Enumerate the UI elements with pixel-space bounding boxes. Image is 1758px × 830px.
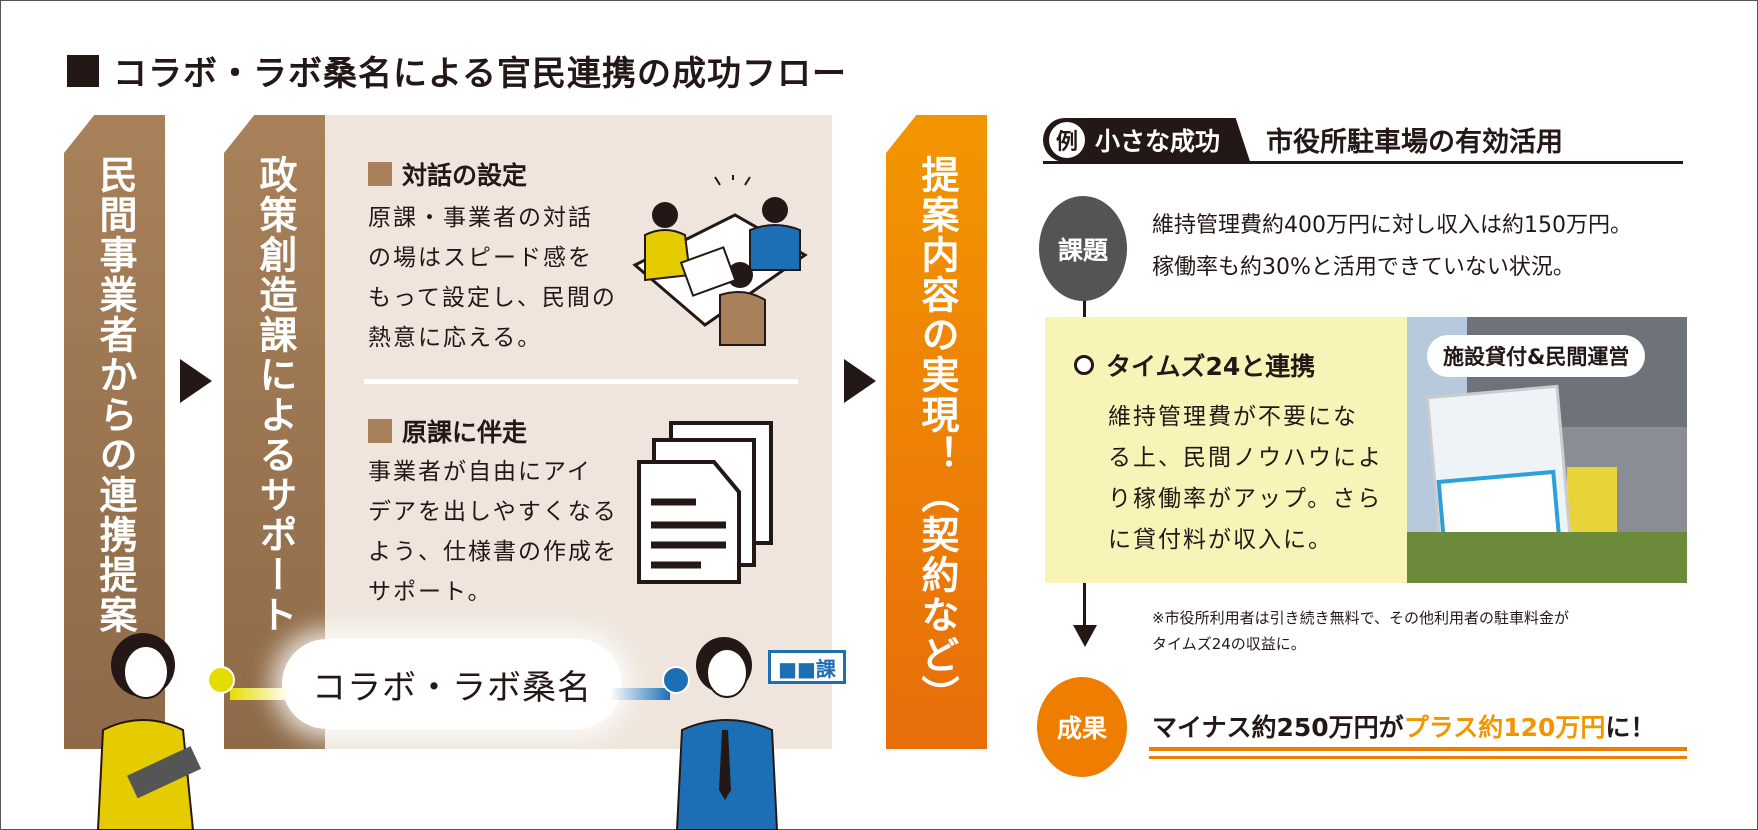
result-label: 成果 [1056,714,1107,743]
square-bullet-icon [368,419,392,443]
result-highlight: プラス約120万円 [1403,713,1606,742]
step3-label: 提案内容の実現！（契約など） [915,155,959,715]
issue-text: 維持管理費約400万円に対し収入は約150万円。 稼働率も約30%と活用できてい… [1152,205,1632,289]
connector-left [230,688,290,700]
example-tag: 例小さな成功 [1043,117,1251,162]
divider [364,379,798,384]
result-suffix: に！ [1605,713,1656,742]
hub-label: コラボ・ラボ桑名 [312,667,592,708]
example-tag-text: 小さな成功 [1095,126,1221,156]
collab-lab-hub: コラボ・ラボ桑名 [282,639,622,729]
meeting-illustration-icon [632,175,808,346]
line: 維持管理費約400万円に対し収入は約150万円。 [1152,213,1632,238]
page-title-text: コラボ・ラボ桑名による官民連携の成功フロー [113,54,847,94]
heading-text: 対話の設定 [402,161,528,190]
timeline-node-icon [1074,355,1094,375]
example-header: 例小さな成功 市役所駐車場の有効活用 [1043,117,1683,164]
line: デアを出しやすくなる [368,499,618,525]
partner-box [1045,317,1407,583]
blue-dot [662,666,690,694]
result-circle: 成果 [1037,677,1127,777]
line: 原課・事業者の対話 [368,205,593,231]
dept-sign-text: ■■課 [778,656,836,681]
support-body-2: 事業者が自由にアイ デアを出しやすくなる よう、仕様書の作成を サポート。 [368,452,618,612]
parking-photo: 施設貸付&民間運営 [1407,317,1687,583]
result-underline [1149,756,1687,759]
arrow-right-icon [180,359,212,403]
line: の場はスピード感を [368,245,593,271]
line: 稼働率も約30%と活用できていない状況。 [1152,255,1575,280]
timeline-arrow-icon [1073,625,1097,647]
square-bullet-icon [67,54,99,87]
step-realization: 提案内容の実現！（契約など） [886,115,987,749]
line: り稼働率がアップ。さら [1108,486,1383,512]
result-prefix: マイナス約250万円が [1152,713,1404,742]
step2-label: 政策創造課によるサポート [253,155,297,635]
connector-right [610,688,670,700]
line: よう、仕様書の作成を [368,539,618,565]
support-body-1: 原課・事業者の対話 の場はスピード感を もって設定し、民間の 熱意に応える。 [368,198,617,358]
line: サポート。 [368,579,493,605]
result-underline [1149,747,1687,751]
staff-man-illustration-icon [675,637,779,830]
step1-label: 民間事業者からの連携提案 [93,155,137,635]
square-bullet-icon [368,162,392,186]
example-title: 市役所駐車場の有効活用 [1266,127,1564,158]
partner-text: 維持管理費が不要にな る上、民間ノウハウによ り稼働率がアップ。さら に貸付料が… [1108,397,1383,561]
line: る上、民間ノウハウによ [1108,445,1383,471]
line: タイムズ24の収益に。 [1152,635,1306,653]
yellow-dot [207,666,235,694]
support-heading-1: 対話の設定 [368,156,527,192]
arrow-right-icon [844,359,876,403]
page-title: コラボ・ラボ桑名による官民連携の成功フロー [67,46,847,95]
documents-icon [637,421,773,584]
support-heading-2: 原課に伴走 [368,413,527,449]
result-text: マイナス約250万円がプラス約120万円に！ [1152,708,1655,744]
heading-text: 原課に伴走 [402,418,528,447]
photo-bubble: 施設貸付&民間運営 [1427,335,1646,377]
bubble-text: 施設貸付&民間運営 [1443,345,1630,369]
example-badge: 例 [1049,121,1085,158]
issue-circle: 課題 [1039,196,1127,301]
partner-heading: タイムズ24と連携 [1106,352,1316,381]
line: 維持管理費が不要にな [1108,404,1358,430]
issue-label: 課題 [1057,235,1108,265]
line: ※市役所利用者は引き続き無料で、その他利用者の駐車料金が [1152,609,1569,627]
line: 事業者が自由にアイ [368,459,592,485]
note-text: ※市役所利用者は引き続き無料で、その他利用者の駐車料金が タイムズ24の収益に。 [1152,605,1569,657]
line: に貸付料が収入に。 [1108,527,1333,553]
line: 熱意に応える。 [368,325,543,351]
businesswoman-illustration-icon [96,633,202,830]
line: もって設定し、民間の [368,285,617,311]
department-sign: ■■課 [768,650,846,684]
